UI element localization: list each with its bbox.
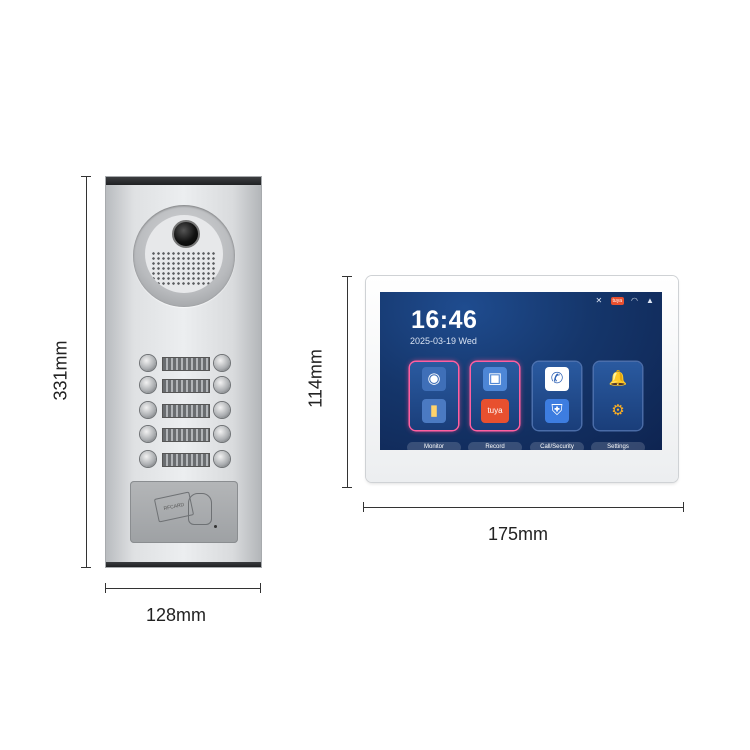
call-button-row xyxy=(140,426,230,442)
monitor-height-cap-bottom xyxy=(342,487,352,488)
call-button[interactable] xyxy=(214,377,230,393)
call-button-row xyxy=(140,402,230,418)
call-button-row xyxy=(140,355,230,371)
signal-icon: ▲ xyxy=(646,296,654,305)
tile-settings[interactable]: 🔔 ⚙ xyxy=(594,362,642,430)
call-button[interactable] xyxy=(140,402,156,418)
call-button-row xyxy=(140,451,230,467)
monitor-width-cap-right xyxy=(683,502,684,512)
tile-label-call-security: Call/Security xyxy=(530,442,584,450)
call-button[interactable] xyxy=(214,451,230,467)
panel-height-cap-bottom xyxy=(81,567,91,568)
status-bar: ✕ tuya ◠ ▲ xyxy=(596,297,654,305)
monitor-width-cap-left xyxy=(363,502,364,512)
call-button[interactable] xyxy=(140,451,156,467)
tile-call-security[interactable]: ✆ ⛨ xyxy=(533,362,581,430)
monitor-width-dimension-line xyxy=(363,507,684,508)
shield-icon: ⛨ xyxy=(545,399,569,423)
tile-monitor[interactable]: ◉ ▮ xyxy=(410,362,458,430)
panel-height-cap-top xyxy=(81,176,91,177)
camera-faceplate xyxy=(145,215,223,293)
name-plate xyxy=(162,379,210,393)
tuya-status-badge: tuya xyxy=(610,297,624,305)
mute-icon: ✕ xyxy=(595,296,603,305)
tile-record[interactable]: ▣ tuya xyxy=(471,362,519,430)
hand-icon xyxy=(188,493,212,525)
monitor-height-label: 114mm xyxy=(305,349,326,408)
call-button[interactable] xyxy=(140,377,156,393)
bell-icon: 🔔 xyxy=(608,370,628,387)
tuya-icon: tuya xyxy=(481,399,509,423)
call-button[interactable] xyxy=(214,426,230,442)
panel-width-dimension-line xyxy=(105,588,261,589)
panel-height-dimension-line xyxy=(86,176,87,568)
panel-width-label: 128mm xyxy=(146,605,207,625)
call-button[interactable] xyxy=(214,402,230,418)
wifi-icon: ◠ xyxy=(631,296,638,305)
door-station-panel: RFCARD xyxy=(105,176,262,568)
tile-label-record: Record xyxy=(468,442,522,450)
camera-icon: ◉ xyxy=(422,367,446,391)
call-button[interactable] xyxy=(140,355,156,371)
call-button[interactable] xyxy=(140,426,156,442)
camera-lens-icon xyxy=(172,220,200,248)
panel-width-cap-right xyxy=(260,583,261,593)
video-door-icon: ▮ xyxy=(422,399,446,423)
gear-icon: ⚙ xyxy=(611,402,625,419)
tile-label-settings: Settings xyxy=(591,442,645,450)
clock-time: 16:46 xyxy=(411,306,478,334)
monitor-screen: ✕ tuya ◠ ▲ 16:46 2025-03-19 Wed ◉ ▮ Moni… xyxy=(380,292,662,450)
name-plate xyxy=(162,428,210,442)
panel-height-label: 331mm xyxy=(50,340,71,401)
indoor-monitor: ✕ tuya ◠ ▲ 16:46 2025-03-19 Wed ◉ ▮ Moni… xyxy=(366,276,678,482)
rfid-card-reader[interactable]: RFCARD xyxy=(130,481,238,543)
name-plate xyxy=(162,357,210,371)
name-plate xyxy=(162,453,210,467)
name-plate xyxy=(162,404,210,418)
indicator-led xyxy=(214,525,217,528)
monitor-width-label: 175mm xyxy=(488,524,549,544)
panel-bottom-cap xyxy=(106,562,261,567)
clock-date: 2025-03-19 Wed xyxy=(410,336,477,346)
tile-label-monitor: Monitor xyxy=(407,442,461,450)
phone-icon: ✆ xyxy=(545,367,569,391)
panel-top-cap xyxy=(106,177,261,185)
image-icon: ▣ xyxy=(483,367,507,391)
monitor-height-dimension-line xyxy=(347,276,348,488)
speaker-grille xyxy=(151,251,217,285)
call-button-row xyxy=(140,377,230,393)
panel-width-cap-left xyxy=(105,583,106,593)
camera-speaker-module xyxy=(133,205,235,307)
monitor-height-cap-top xyxy=(342,276,352,277)
call-button[interactable] xyxy=(214,355,230,371)
